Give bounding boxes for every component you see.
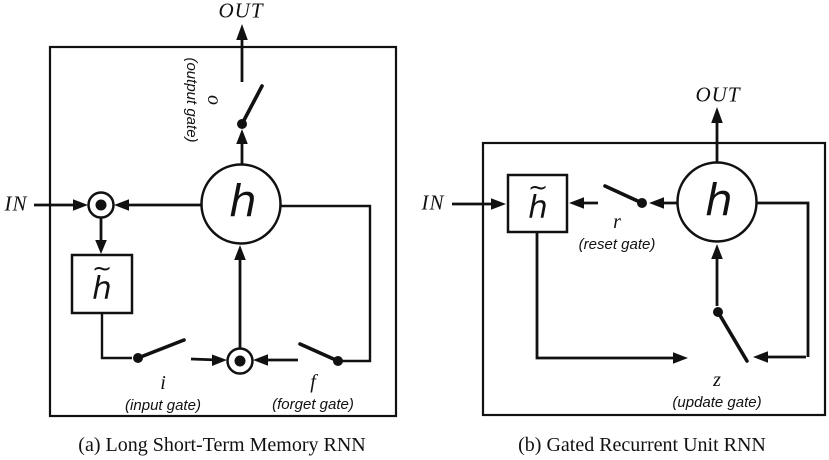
lstm-candidate-box	[70, 253, 134, 315]
lstm-input-multiply-dot	[95, 199, 107, 211]
lstm-state-circle	[200, 163, 282, 245]
lstm-cell-boundary	[48, 45, 398, 418]
gru-out-arrowhead	[711, 107, 723, 123]
lstm-output-gate-pivot	[237, 119, 247, 129]
lstm-candidate-letter: h	[92, 270, 112, 307]
gru-reset-gate-blade	[603, 184, 644, 205]
lstm-output-gate-symbol: o	[203, 95, 225, 105]
gru-reset-gate-symbol: r	[613, 211, 621, 233]
lstm-feedback-line	[281, 204, 372, 363]
lstm-wires	[34, 24, 398, 418]
gru-state-label: h	[705, 175, 733, 226]
lstm-caption: (a) Long Short-Term Memory RNN	[78, 434, 366, 456]
gru-candidate-letter: h	[528, 189, 548, 226]
lstm-input-gate-arrowhead	[212, 354, 227, 366]
lstm-candidate-label: ~ h	[92, 257, 112, 307]
gru-wires	[452, 107, 827, 417]
lstm-in-arrowhead	[73, 199, 88, 211]
lstm-output-gate-blade	[240, 84, 264, 126]
lstm-h-to-output-gate-arrowhead	[236, 129, 248, 144]
gru-update-gate-name: (update gate)	[672, 394, 762, 411]
gru-candidate-box	[506, 173, 569, 234]
gru-feedback-line	[757, 201, 810, 357]
gru-in-arrowhead	[491, 198, 506, 210]
gru-cell-boundary	[481, 141, 827, 417]
lstm-multiply-to-h-arrowhead	[234, 245, 246, 260]
gru-reset-gate-label: r (reset gate)	[579, 212, 656, 252]
gru-candidate-to-update-line	[535, 232, 676, 360]
lstm-forget-gate-arrowhead	[253, 354, 268, 366]
gru-in-label: IN	[421, 190, 445, 215]
lstm-input-gate-blade	[136, 338, 186, 360]
lstm-input-gate-symbol: i	[160, 372, 166, 394]
lstm-out-label: OUT	[218, 0, 264, 23]
lstm-candidate-to-input-gate-line	[100, 313, 132, 360]
lstm-out-arrowhead	[236, 24, 248, 40]
lstm-input-gate-label: i (input gate)	[125, 373, 201, 413]
lstm-in-label: IN	[4, 191, 28, 216]
gru-feedback-arrowhead	[753, 351, 768, 363]
lstm-multiply-to-candidate-arrowhead	[95, 240, 107, 254]
gru-reset-gate-arrowhead	[569, 197, 584, 209]
lstm-forget-gate-name: (forget gate)	[272, 396, 354, 413]
gru-update-to-h-arrowhead	[711, 244, 723, 259]
gru-candidate-label: ~ h	[528, 176, 548, 226]
gru-update-gate-label: z (update gate)	[672, 370, 761, 410]
lstm-forget-gate-blade	[298, 342, 340, 363]
lstm-output-gate-name: (output gate)	[183, 57, 200, 143]
lstm-forget-multiply-dot	[234, 355, 246, 367]
lstm-state-label: h	[229, 176, 257, 227]
gru-update-gate-symbol: z	[713, 369, 721, 391]
gru-state-circle	[676, 161, 758, 243]
lstm-output-gate-label: o (output gate)	[183, 57, 225, 143]
gru-out-label: OUT	[695, 82, 741, 107]
gru-candidate-to-update-arrowhead	[673, 352, 688, 364]
gru-reset-gate-pivot	[637, 198, 647, 208]
gru-reset-gate-name: (reset gate)	[578, 236, 656, 253]
lstm-h-to-multiply-arrowhead	[114, 199, 129, 211]
gru-update-gate-blade	[716, 310, 749, 363]
lstm-forget-gate-label: f (forget gate)	[272, 372, 354, 412]
lstm-forget-gate-symbol: f	[310, 371, 316, 393]
lstm-input-gate-name: (input gate)	[125, 397, 201, 414]
gru-h-to-reset-arrowhead	[649, 197, 664, 209]
gru-caption: (b) Gated Recurrent Unit RNN	[518, 434, 766, 456]
